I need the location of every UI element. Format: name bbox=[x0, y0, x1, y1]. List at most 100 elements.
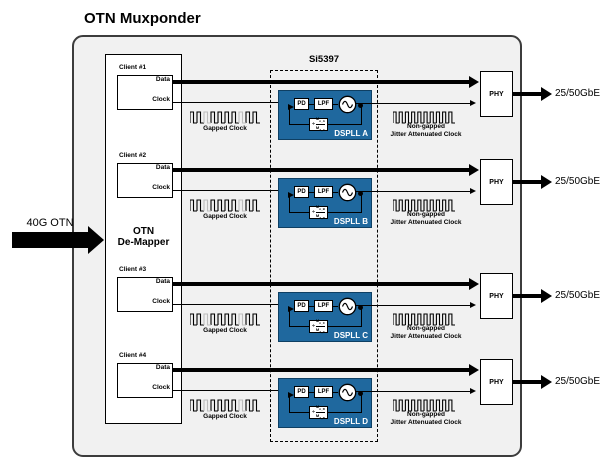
output-line bbox=[513, 380, 541, 384]
feedback-divider-box: ÷ Mn_B Md_B bbox=[309, 203, 328, 221]
data-port-label: Data bbox=[155, 164, 170, 171]
divide-symbol: ÷ bbox=[312, 209, 315, 215]
otn-demapper-label-line1: OTN bbox=[132, 226, 155, 237]
feedback-wire-down bbox=[360, 105, 362, 125]
divide-symbol: ÷ bbox=[312, 409, 315, 415]
output-arrowhead-icon bbox=[541, 289, 552, 303]
si5397-chip-label: Si5397 bbox=[308, 54, 340, 65]
oscillator-icon bbox=[338, 383, 357, 402]
loop-filter-box: LPF bbox=[314, 386, 333, 398]
output-line bbox=[513, 92, 541, 96]
divide-symbol: ÷ bbox=[312, 121, 315, 127]
phase-detector-box: PD bbox=[294, 98, 309, 110]
lpf-osc-wire bbox=[333, 391, 338, 393]
dspll-block: PD LPF ÷ Mn_A Md_A DSPLL A bbox=[278, 90, 372, 140]
clock-port-label: Clock bbox=[152, 96, 170, 103]
input-arrow-head-icon bbox=[88, 226, 104, 254]
dspll-block: PD LPF ÷ Mn_C Md_C DSPLL C bbox=[278, 292, 372, 342]
non-gapped-clock-waveform-icon bbox=[393, 399, 455, 412]
output-rate-label: 25/50GbE bbox=[555, 176, 601, 187]
divider-denominator-sub: d_A bbox=[319, 127, 325, 132]
divider-fraction: Mn_A Md_A bbox=[315, 116, 325, 133]
data-line bbox=[172, 168, 469, 172]
non-gapped-label-line2: Jitter Attenuated Clock bbox=[390, 418, 462, 426]
divider-numerator-sub: n_D bbox=[319, 406, 325, 411]
pd-lpf-wire bbox=[309, 391, 314, 393]
clock-to-phy-arrowhead-icon bbox=[470, 188, 476, 194]
otn-demapper-label-line2: De-Mapper bbox=[117, 237, 170, 248]
data-arrowhead-icon bbox=[469, 76, 479, 88]
divider-denominator: M bbox=[315, 412, 320, 418]
divider-numerator-sub: n_A bbox=[319, 118, 325, 123]
non-gapped-clock-label: Non-gapped Jitter Attenuated Clock bbox=[366, 211, 486, 226]
lpf-osc-wire bbox=[333, 191, 338, 193]
client-label: Client #3 bbox=[119, 266, 147, 273]
data-line bbox=[172, 368, 469, 372]
dspll-name-label: DSPLL D bbox=[333, 417, 368, 426]
divider-denominator-sub: d_C bbox=[319, 329, 325, 334]
data-arrowhead-icon bbox=[469, 364, 479, 376]
non-gapped-label-line1: Non-gapped bbox=[407, 411, 445, 418]
non-gapped-label-line1: Non-gapped bbox=[407, 123, 445, 130]
input-arrow-shaft bbox=[12, 232, 88, 248]
feedback-wire-left bbox=[289, 412, 310, 414]
clock-port-label: Clock bbox=[152, 184, 170, 191]
gapped-clock-label: Gapped Clock bbox=[203, 327, 247, 334]
si5397-chip-boundary bbox=[270, 70, 378, 442]
clock-port-label: Clock bbox=[152, 298, 170, 305]
output-line bbox=[513, 180, 541, 184]
non-gapped-label-line1: Non-gapped bbox=[407, 211, 445, 218]
feedback-wire-right bbox=[328, 412, 361, 414]
pd-lpf-wire bbox=[309, 103, 314, 105]
loop-filter-box: LPF bbox=[314, 98, 333, 110]
feedback-wire-down bbox=[360, 193, 362, 213]
non-gapped-clock-label: Non-gapped Jitter Attenuated Clock bbox=[366, 123, 486, 138]
output-line bbox=[513, 294, 541, 298]
lpf-osc-wire bbox=[333, 305, 338, 307]
dspll-name-label: DSPLL C bbox=[333, 331, 368, 340]
feedback-wire-up bbox=[289, 309, 291, 327]
phy-box: PHY bbox=[480, 71, 513, 117]
data-arrowhead-icon bbox=[469, 164, 479, 176]
client-label: Client #2 bbox=[119, 152, 147, 159]
non-gapped-clock-label: Non-gapped Jitter Attenuated Clock bbox=[366, 411, 486, 426]
oscillator-icon bbox=[338, 297, 357, 316]
gapped-clock-waveform-icon bbox=[190, 313, 260, 326]
otn-demapper-label: OTN De-Mapper bbox=[105, 226, 182, 248]
divider-denominator: M bbox=[315, 212, 320, 218]
diagram-title: OTN Muxponder bbox=[84, 10, 201, 27]
divide-symbol: ÷ bbox=[312, 323, 315, 329]
feedback-wire-down bbox=[360, 307, 362, 327]
divider-numerator: M bbox=[315, 203, 320, 209]
divider-fraction: Mn_B Md_B bbox=[315, 203, 325, 221]
clock-to-phy-arrowhead-icon bbox=[470, 100, 476, 106]
non-gapped-label-line2: Jitter Attenuated Clock bbox=[390, 130, 462, 138]
feedback-wire-left bbox=[289, 326, 310, 328]
dspll-block: PD LPF ÷ Mn_B Md_B DSPLL B bbox=[278, 178, 372, 228]
divider-fraction: Mn_C Md_C bbox=[315, 318, 325, 335]
gapped-clock-waveform-icon bbox=[190, 199, 260, 212]
phy-box: PHY bbox=[480, 359, 513, 405]
feedback-divider-box: ÷ Mn_A Md_A bbox=[309, 116, 328, 133]
gapped-clock-line bbox=[172, 304, 287, 306]
feedback-arrowhead-icon bbox=[288, 192, 294, 198]
oscillator-icon bbox=[338, 95, 357, 114]
non-gapped-label-line2: Jitter Attenuated Clock bbox=[390, 218, 462, 226]
divider-denominator-sub: d_B bbox=[319, 215, 325, 220]
dspll-name-label: DSPLL A bbox=[334, 129, 368, 138]
gapped-clock-waveform-icon bbox=[190, 399, 260, 412]
non-gapped-clock-waveform-icon bbox=[393, 199, 455, 212]
output-rate-label: 25/50GbE bbox=[555, 88, 601, 99]
data-line bbox=[172, 282, 469, 286]
non-gapped-clock-waveform-icon bbox=[393, 313, 455, 326]
jitter-attenuated-clock-line bbox=[356, 391, 470, 393]
pd-lpf-wire bbox=[309, 305, 314, 307]
jitter-attenuated-clock-line bbox=[356, 191, 470, 193]
gapped-clock-waveform-icon bbox=[190, 111, 260, 124]
feedback-wire-up bbox=[289, 395, 291, 413]
divider-numerator: M bbox=[315, 403, 320, 409]
divider-numerator-sub: n_C bbox=[319, 320, 325, 325]
data-line bbox=[172, 80, 469, 84]
feedback-arrowhead-icon bbox=[288, 104, 294, 110]
